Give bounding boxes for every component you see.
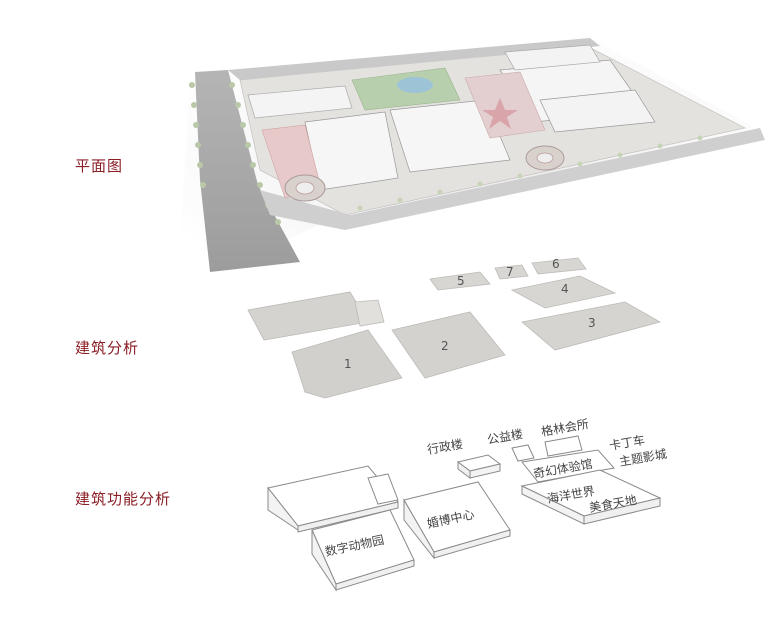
building-number-6: 6 — [552, 257, 560, 271]
plan-pond — [397, 77, 433, 93]
plaza-star — [482, 98, 518, 129]
building-number-2: 2 — [441, 339, 449, 353]
plan-building — [539, 89, 656, 133]
plan-section-label: 平面图 — [75, 157, 124, 175]
tree-row — [357, 135, 703, 211]
plan-building — [247, 85, 353, 119]
architecture-section-label: 建筑分析 — [75, 339, 140, 357]
building-block — [247, 291, 369, 341]
admin-building-box-side — [469, 463, 501, 479]
wedding-center-box-side — [403, 498, 435, 560]
plan-building — [504, 44, 601, 71]
building-block-1 — [291, 329, 403, 399]
function-box — [367, 473, 399, 505]
building-number-labels: 1 2 3 4 5 6 7 — [344, 257, 596, 371]
public-welfare-box — [511, 444, 535, 462]
road-diagonal — [260, 128, 765, 230]
building-block-3 — [521, 301, 662, 351]
plan-plaza — [464, 71, 546, 139]
building-number-1: 1 — [344, 357, 352, 371]
ocean-world-box-side — [521, 485, 585, 525]
label-admin-building: 行政楼 — [426, 436, 464, 457]
massing-diagram — [247, 257, 662, 399]
function-section-label: 建筑功能分析 — [75, 490, 172, 508]
building-block-2 — [391, 311, 506, 379]
site-plan — [180, 38, 765, 275]
label-gelin-club: 格林会所 — [540, 416, 590, 439]
road-horizontal — [228, 38, 600, 80]
label-karting: 卡丁车 — [608, 432, 646, 453]
building-block — [354, 299, 385, 327]
function-diagram — [267, 435, 662, 592]
plan-roundabout — [295, 181, 315, 195]
plan-building — [389, 99, 511, 173]
building-block-4 — [510, 275, 617, 309]
digital-zoo-box-front — [335, 559, 415, 591]
building-number-3: 3 — [588, 316, 596, 330]
plan-roundabout — [536, 152, 554, 164]
building-number-7: 7 — [506, 265, 514, 279]
fantasy-hall-box — [521, 449, 615, 483]
building-block-7 — [494, 264, 529, 280]
building-number-4: 4 — [561, 282, 569, 296]
label-public-welfare-building: 公益楼 — [486, 426, 524, 447]
function-box — [297, 501, 399, 533]
building-block-6 — [531, 257, 587, 275]
building-number-5: 5 — [457, 274, 465, 288]
main-road-vertical — [195, 70, 300, 272]
gelin-club-box — [544, 435, 583, 457]
building-block-5 — [429, 271, 491, 291]
